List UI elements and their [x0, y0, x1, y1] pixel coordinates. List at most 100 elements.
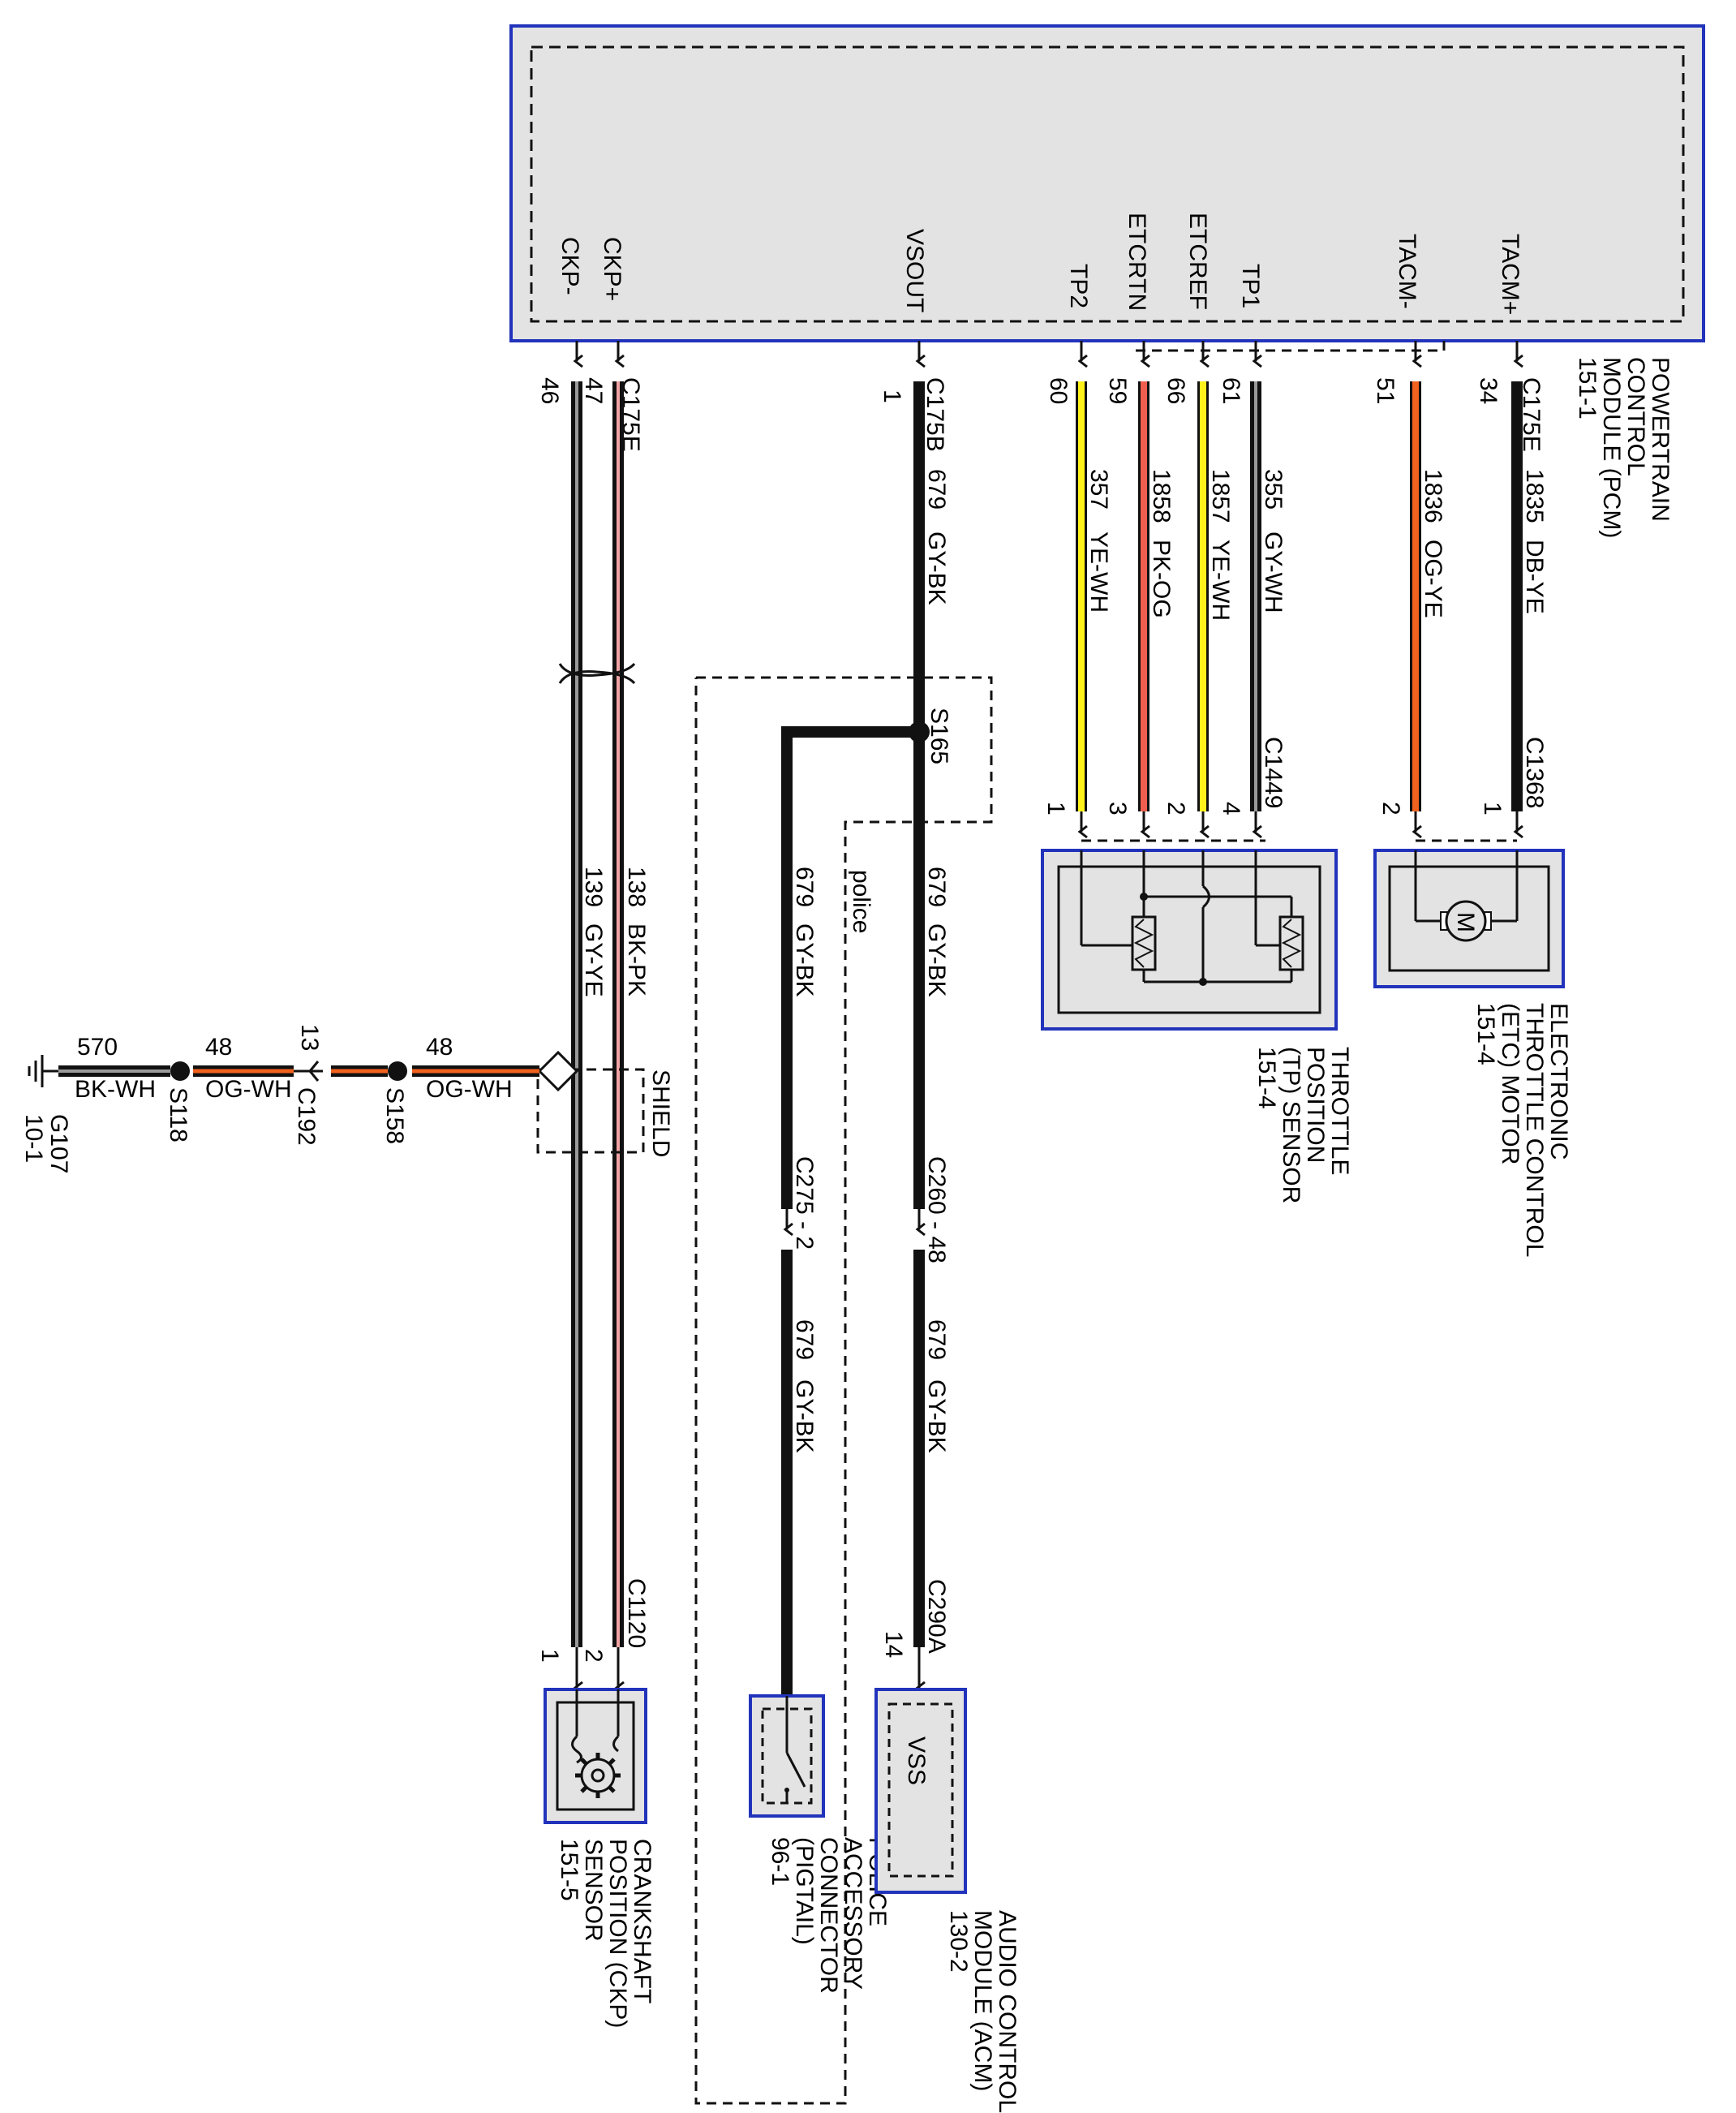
svg-text:34: 34	[1475, 377, 1502, 404]
ckp-sensor	[544, 1668, 647, 1824]
svg-text:1: 1	[1042, 802, 1069, 816]
svg-text:357: 357	[1085, 469, 1112, 510]
svg-text:1858: 1858	[1148, 469, 1175, 523]
tp-wire-labels: 357 YE-WH 1858 PK-OG 1857 YE-WH 355 GY-W…	[1042, 469, 1287, 816]
svg-text:2: 2	[580, 1649, 607, 1663]
svg-text:48: 48	[205, 1034, 232, 1061]
pcm-pin-numbers: 46 47 C175E 1 C175B 60 59 66 61 51 34 C1…	[536, 377, 1545, 452]
svg-text:POSITION: POSITION	[1302, 1047, 1329, 1163]
ckp-sensor-labels: C1120 1 2 CRANKSHAFT POSITION (CKP) SENS…	[536, 1578, 655, 2028]
pcm-module	[509, 24, 1705, 352]
svg-text:679: 679	[923, 1319, 950, 1360]
svg-text:CONNECTOR: CONNECTOR	[815, 1837, 842, 1994]
acm-label: AUDIO CONTROL MODULE (ACM) 130-2	[945, 1910, 1021, 2113]
svg-text:GY-BK: GY-BK	[923, 531, 950, 605]
svg-text:60: 60	[1045, 377, 1072, 404]
svg-text:1857: 1857	[1207, 469, 1234, 523]
tp-sensor	[1041, 849, 1338, 1031]
police-connector-label: POLICE ACCESSORY CONNECTOR (PIGTAIL) 96-…	[767, 1837, 891, 1994]
shield-drain-labels: 48 OG-WH 48 OG-WH 570 BK-WH S158 S118 C1…	[20, 1024, 513, 1173]
svg-text:(PIGTAIL): (PIGTAIL)	[791, 1837, 818, 1945]
shield: SHIELD	[536, 1050, 674, 1157]
svg-text:51: 51	[1372, 377, 1399, 404]
svg-text:GY-BK: GY-BK	[791, 923, 818, 997]
svg-text:C1449: C1449	[1260, 737, 1287, 808]
pin-name-tacm-minus: TACM-	[1394, 234, 1420, 309]
svg-text:OG-WH: OG-WH	[426, 1076, 513, 1103]
svg-text:THROTTLE CONTROL: THROTTLE CONTROL	[1521, 1003, 1548, 1257]
svg-text:GY-BK: GY-BK	[923, 1379, 950, 1453]
svg-text:66: 66	[1162, 377, 1189, 404]
svg-text:POSITION (CKP): POSITION (CKP)	[604, 1839, 631, 2028]
svg-text:YE-WH: YE-WH	[1085, 531, 1112, 613]
svg-text:61: 61	[1218, 377, 1244, 404]
vss-label: VSS	[903, 1736, 930, 1785]
svg-text:570: 570	[77, 1034, 118, 1061]
svg-text:C1368: C1368	[1521, 737, 1548, 808]
svg-text:C1120: C1120	[623, 1578, 650, 1648]
pin-name-tp2: TP2	[1065, 264, 1092, 308]
svg-text:BK-PK: BK-PK	[623, 923, 650, 996]
svg-text:14: 14	[880, 1631, 907, 1658]
svg-text:C192: C192	[293, 1087, 320, 1146]
svg-text:3: 3	[1104, 802, 1131, 816]
svg-text:OG-YE: OG-YE	[1420, 540, 1446, 618]
svg-text:C175B: C175B	[922, 377, 948, 452]
svg-text:138: 138	[623, 867, 650, 907]
svg-text:CONTROL: CONTROL	[1622, 357, 1649, 476]
svg-text:48: 48	[426, 1034, 453, 1061]
tp-sensor-label: THROTTLE POSITION (TP) SENSOR 151-4	[1253, 1047, 1353, 1203]
vsout-wire-labels: 679 GY-BK S165 679 GY-BK C260 - 48 679 G…	[791, 469, 952, 1658]
svg-text:2: 2	[1377, 802, 1404, 816]
shield-label: SHIELD	[647, 1069, 674, 1157]
ckp-wires	[558, 341, 636, 1668]
svg-text:BK-WH: BK-WH	[75, 1076, 156, 1103]
svg-text:S158: S158	[381, 1087, 408, 1144]
svg-text:679: 679	[923, 867, 950, 907]
pin-name-tacm-plus: TACM+	[1497, 234, 1523, 315]
svg-text:1835: 1835	[1521, 469, 1548, 523]
svg-text:139: 139	[580, 867, 607, 907]
svg-text:AUDIO CONTROL: AUDIO CONTROL	[994, 1910, 1021, 2113]
svg-text:151-5: 151-5	[556, 1839, 582, 1901]
svg-text:47: 47	[580, 377, 607, 404]
svg-text:G107: G107	[45, 1114, 72, 1173]
motor-label: M	[1452, 912, 1479, 932]
svg-text:C260 - 48: C260 - 48	[923, 1156, 950, 1263]
svg-text:GY-BK: GY-BK	[923, 923, 950, 997]
svg-text:1836: 1836	[1420, 469, 1446, 523]
acm-module: VSS	[874, 1668, 967, 1894]
svg-text:10-1: 10-1	[20, 1114, 47, 1163]
etc-wire-labels: 1836 OG-YE 1835 DB-YE C1368 2 1	[1377, 469, 1548, 816]
svg-text:PK-OG: PK-OG	[1148, 540, 1175, 618]
gear-icon	[575, 1753, 621, 1798]
pin-name-tp1: TP1	[1237, 264, 1264, 308]
police-label: police	[848, 870, 874, 933]
svg-text:GY-YE: GY-YE	[580, 923, 607, 997]
svg-text:MODULE (ACM): MODULE (ACM)	[969, 1910, 996, 2091]
pcm-pin-names: CKP- CKP+ VSOUT TP2 ETCRTN ETCREF TP1 TA…	[556, 213, 1523, 315]
svg-text:4: 4	[1218, 802, 1244, 816]
svg-text:2: 2	[1162, 802, 1189, 816]
svg-text:679: 679	[923, 469, 950, 510]
etc-motor-label: ELECTRONIC THROTTLE CONTROL (ETC) MOTOR …	[1472, 1003, 1572, 1257]
svg-text:46: 46	[536, 377, 563, 404]
motor-icon	[1445, 900, 1487, 942]
etc-wires	[1410, 341, 1523, 842]
tp-wires	[1076, 341, 1265, 842]
svg-text:SENSOR: SENSOR	[580, 1839, 607, 1942]
pin-name-etcrtn: ETCRTN	[1124, 213, 1150, 311]
svg-text:1: 1	[536, 1649, 563, 1663]
svg-text:151-1: 151-1	[1574, 357, 1601, 420]
svg-text:DB-YE: DB-YE	[1521, 540, 1548, 614]
svg-text:679: 679	[791, 1319, 818, 1360]
svg-text:C290A: C290A	[923, 1579, 950, 1654]
svg-text:CRANKSHAFT: CRANKSHAFT	[629, 1839, 655, 2003]
svg-text:ACCESSORY: ACCESSORY	[840, 1837, 866, 1990]
svg-text:13: 13	[296, 1024, 323, 1051]
pcm-label: POWERTRAIN CONTROL MODULE (PCM) 151-1	[1574, 357, 1674, 538]
svg-text:MODULE (PCM): MODULE (PCM)	[1598, 357, 1625, 538]
police-dashed-region: police	[694, 676, 993, 2105]
pin-name-etcref: ETCREF	[1184, 213, 1211, 310]
